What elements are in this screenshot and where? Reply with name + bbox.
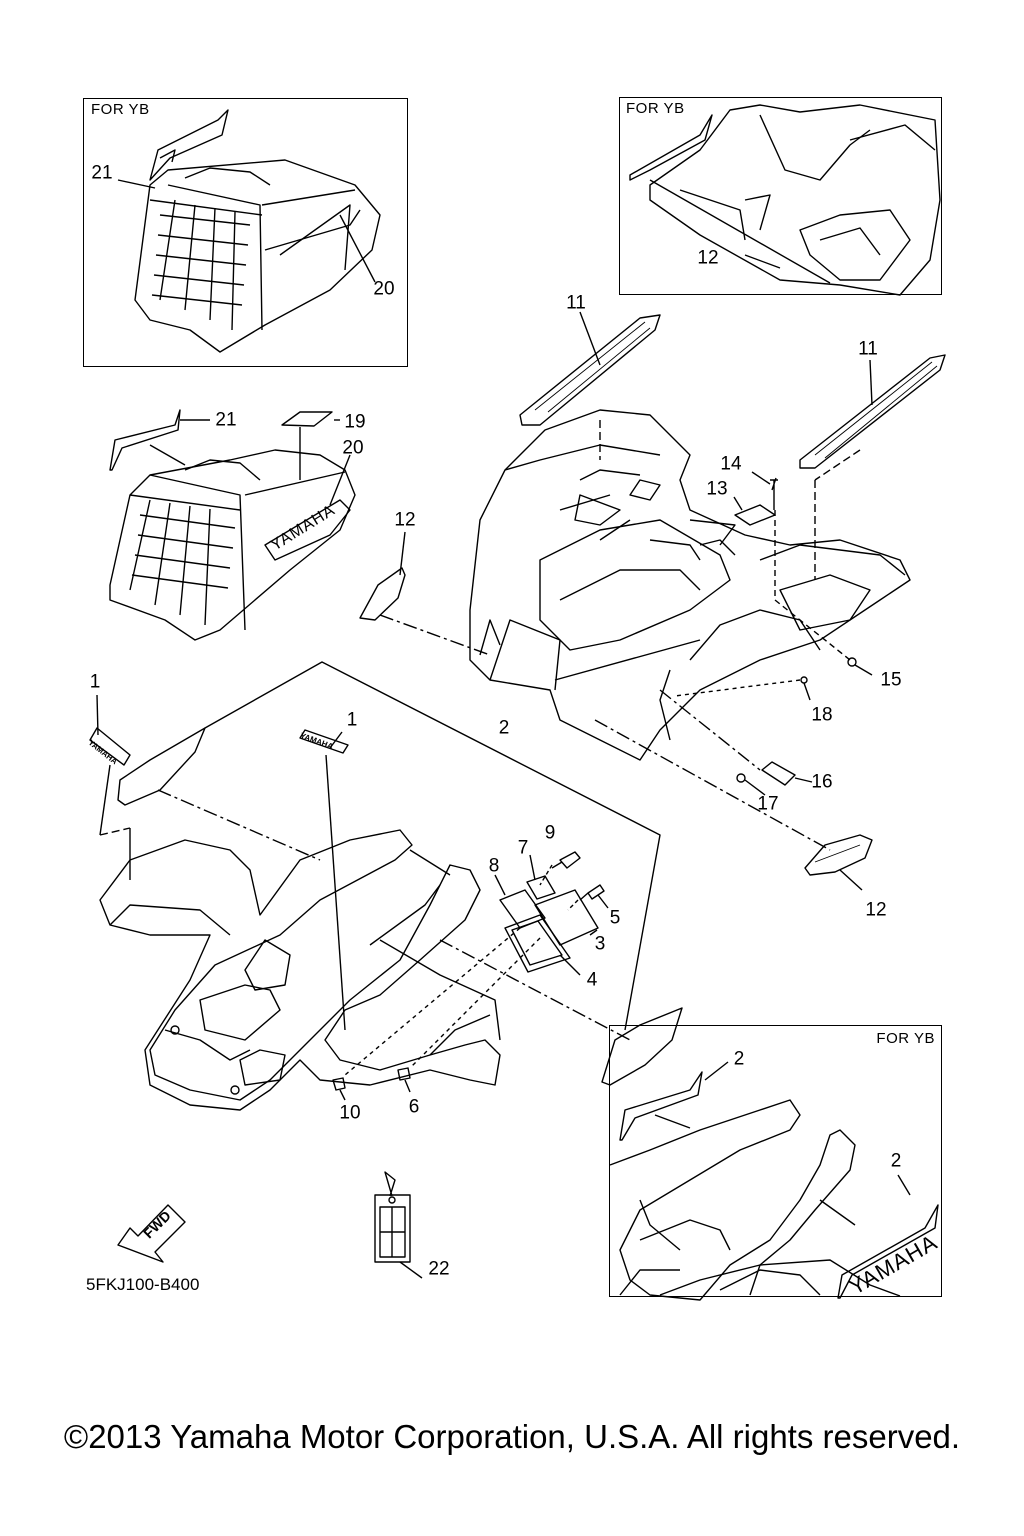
callout-2: 2 (498, 717, 510, 739)
leader-20-inset (339, 214, 376, 283)
leader-12-inset (744, 254, 781, 269)
decal-12-left (359, 567, 406, 621)
callout-18: 18 (811, 704, 833, 726)
grommet-15 (847, 657, 857, 667)
copyright-notice: ©2013 Yamaha Motor Corporation, U.S.A. A… (63, 1418, 961, 1455)
callout-10: 10 (339, 1102, 361, 1124)
decal-12-inset (629, 114, 713, 181)
decal-2-inset-yamaha (837, 1204, 939, 1299)
leader-21-inset (117, 179, 156, 189)
callout-6: 6 (408, 1096, 420, 1118)
plate-8 (499, 889, 546, 929)
inset-frame-top-left: FOR YB (83, 98, 408, 367)
callout-12: 12 (865, 899, 887, 921)
callout-12: 12 (697, 247, 719, 269)
bolt-5 (579, 884, 605, 901)
callout-3: 3 (594, 933, 606, 955)
decal-21 (109, 409, 181, 471)
inset-frame-bottom-right: FOR YB (609, 1025, 942, 1297)
decal-19 (281, 411, 333, 427)
callout-15: 15 (880, 669, 902, 691)
screw-17 (736, 773, 746, 783)
callout-14: 14 (720, 453, 742, 475)
leader-11-right (869, 359, 873, 406)
leader-12-left (399, 531, 406, 576)
bolt-9 (551, 851, 581, 869)
decal-2-inset-strip (619, 1071, 703, 1141)
fwd-arrow-icon (117, 1204, 186, 1263)
grommet-18 (800, 676, 808, 684)
callout-11: 11 (566, 292, 586, 314)
inset-label: FOR YB (626, 100, 685, 117)
callout-5: 5 (609, 907, 621, 929)
callout-16: 16 (811, 771, 833, 793)
callout-1: 1 (89, 671, 101, 693)
leader-2-main (204, 661, 661, 1031)
inset-top-left-fender-drawing (134, 159, 381, 353)
callout-21: 21 (91, 162, 113, 184)
inset-top-right-fender-drawing (649, 104, 941, 296)
callout-4: 4 (586, 969, 598, 991)
diagram-code: 5FKJ100-B400 (86, 1275, 200, 1294)
callout-19: 19 (344, 411, 366, 433)
plate-7 (526, 875, 556, 900)
callout-8: 8 (488, 855, 500, 877)
callout-2: 2 (733, 1048, 745, 1070)
reflector-16 (761, 761, 796, 786)
rear-fender-drawing (469, 409, 911, 761)
callout-20: 20 (373, 278, 395, 300)
inset-label: FOR YB (91, 101, 150, 118)
callout-12: 12 (394, 509, 416, 531)
callout-22: 22 (428, 1258, 450, 1280)
callout-17: 17 (757, 793, 779, 815)
inset-bottom-right-fender-drawing (609, 1099, 901, 1301)
decal-21-inset (149, 109, 229, 181)
nut-6 (397, 1067, 411, 1081)
callout-21: 21 (215, 409, 237, 431)
decal-12-lower-right (804, 834, 873, 876)
callout-13: 13 (706, 478, 728, 500)
front-fender-drawing (99, 829, 501, 1111)
decal-1-center (299, 729, 349, 754)
leader-11-left (579, 311, 601, 366)
callout-2: 2 (890, 1150, 902, 1172)
tag-22 (374, 1171, 423, 1279)
decal-11-left (519, 314, 661, 426)
bolt-14 (770, 477, 778, 510)
decal-1-left (89, 727, 131, 766)
callout-9: 9 (544, 822, 556, 844)
callout-11: 11 (858, 338, 878, 360)
decal-11-right (799, 354, 946, 469)
inset-frame-top-right: FOR YB (619, 97, 942, 295)
callout-7: 7 (517, 837, 529, 859)
callout-1: 1 (346, 709, 358, 731)
decal-2-right (601, 1007, 683, 1086)
front-carrier-box-drawing (109, 449, 356, 641)
nut-10 (332, 1077, 346, 1091)
inset-label: FOR YB (876, 1030, 935, 1047)
callout-20: 20 (342, 437, 364, 459)
decal-2-left (117, 727, 206, 806)
